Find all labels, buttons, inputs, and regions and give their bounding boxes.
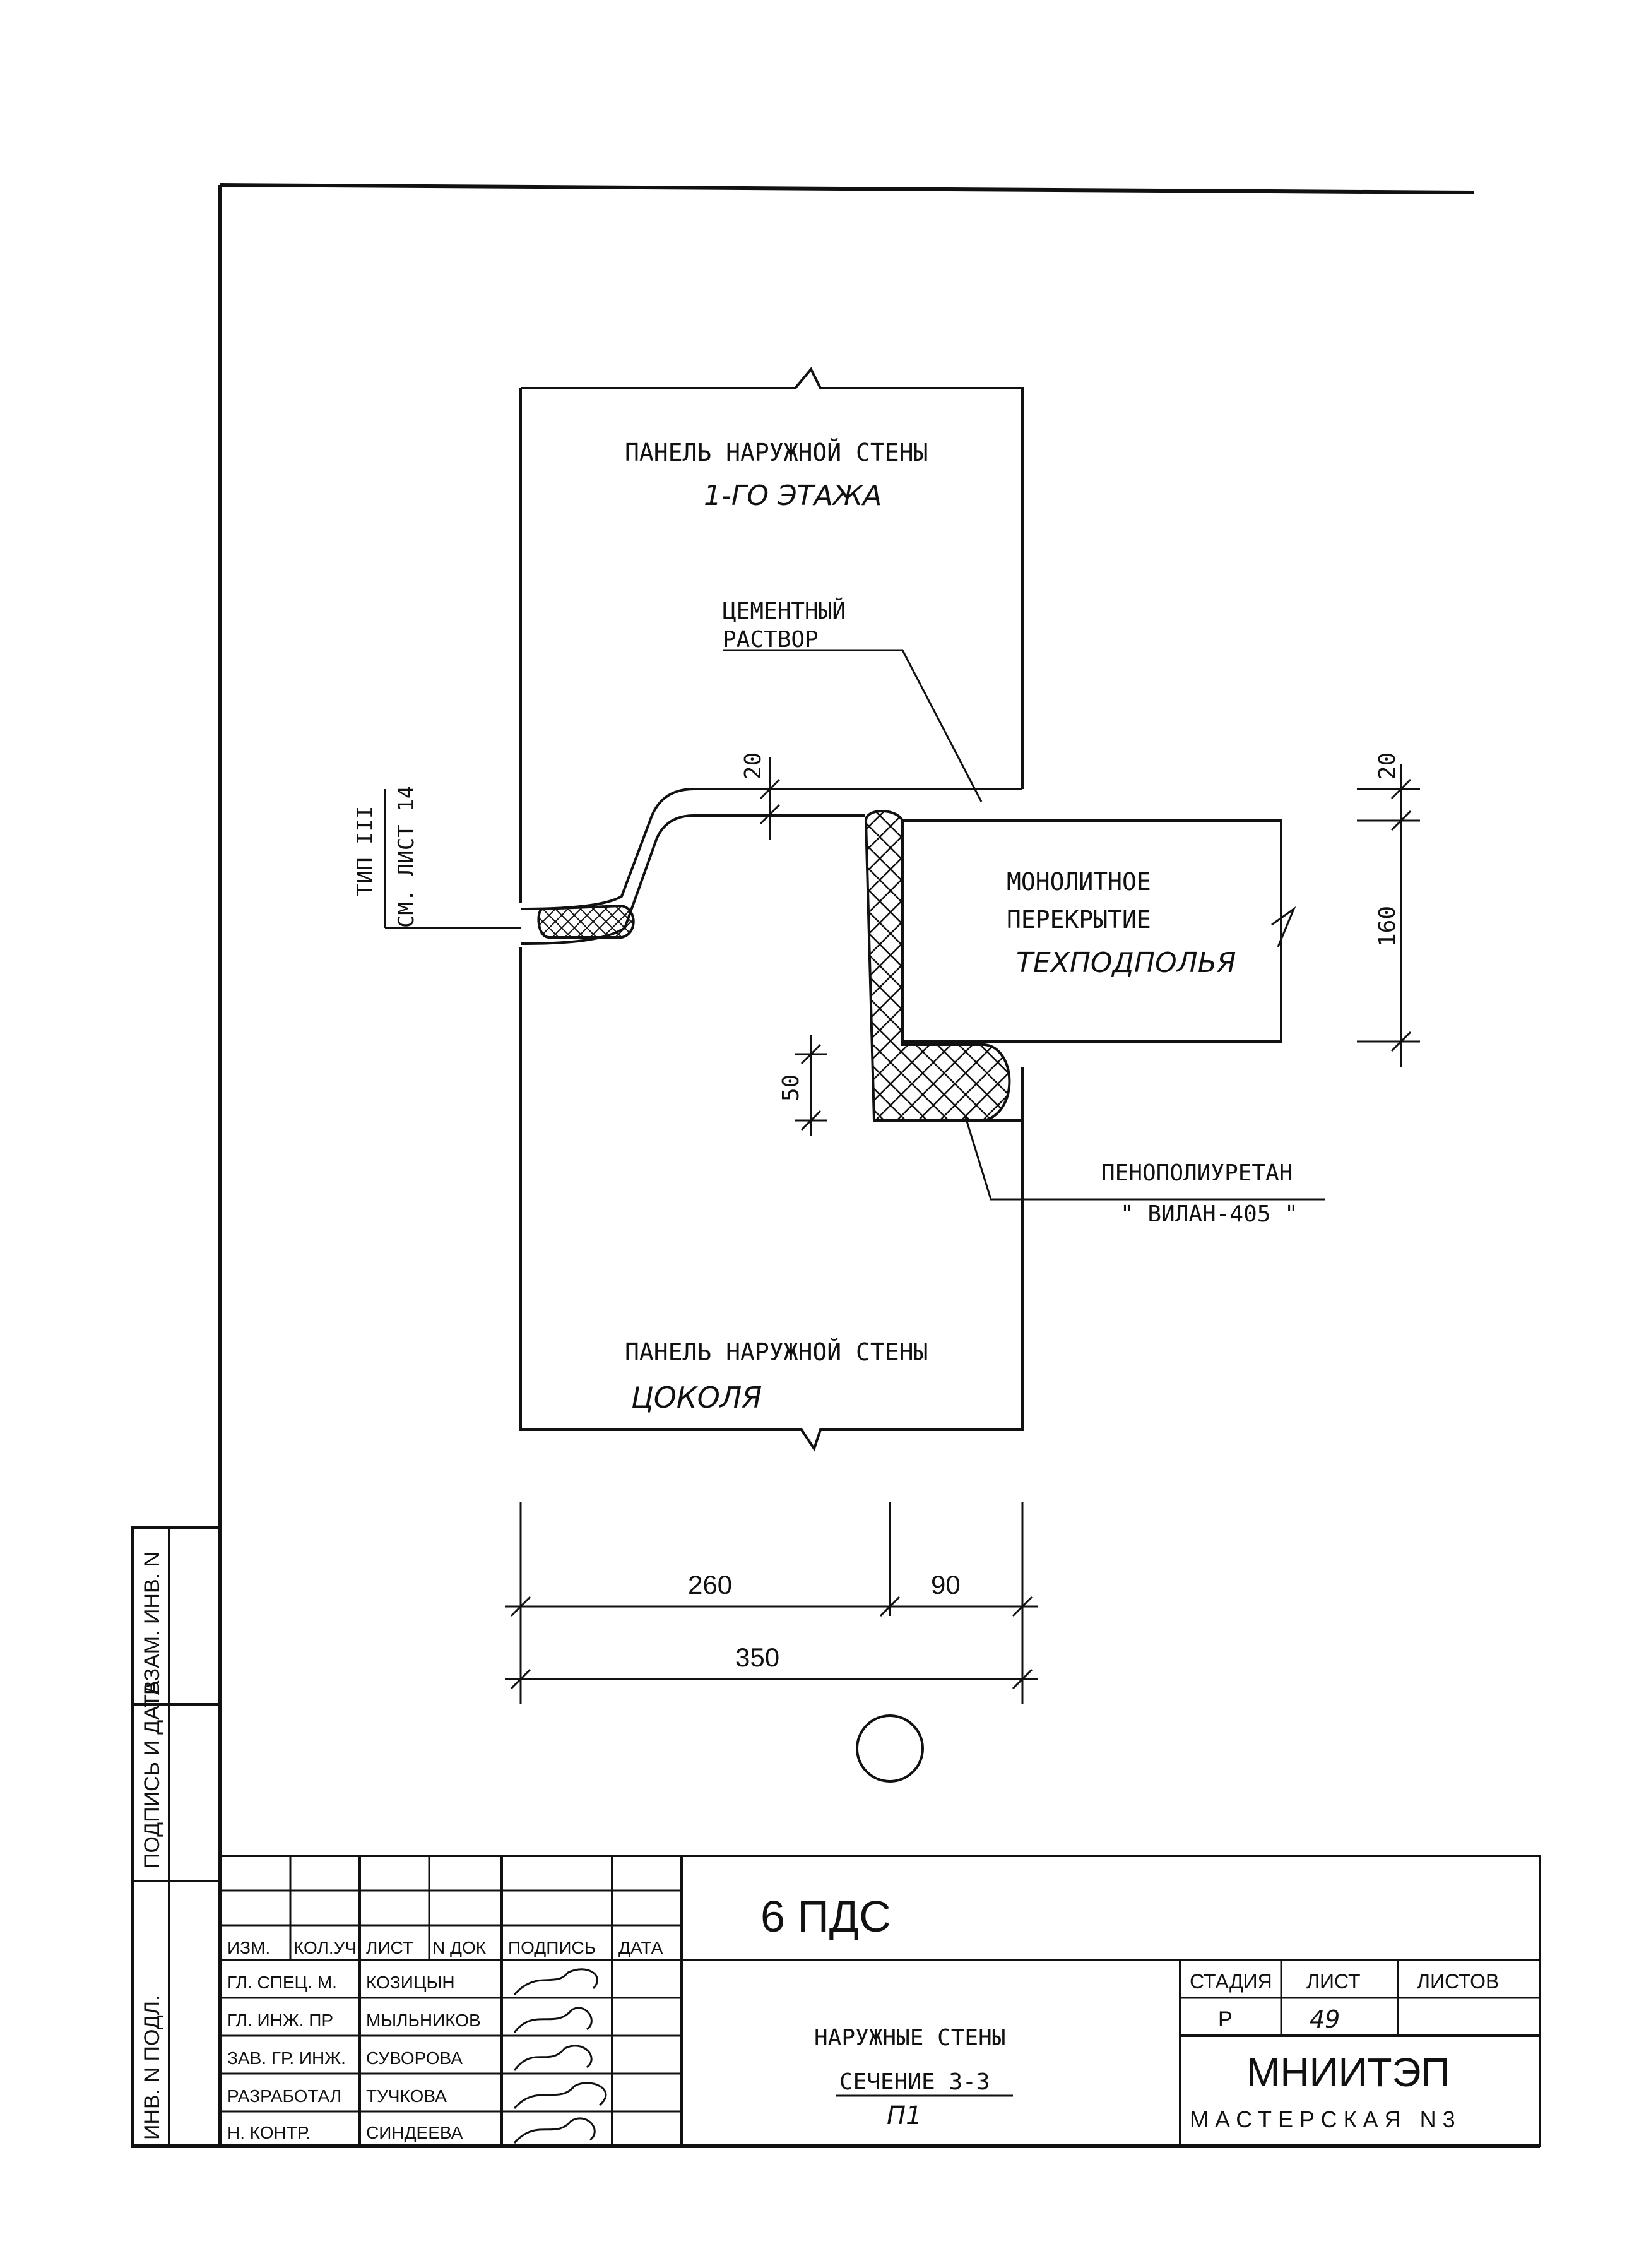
dimension-20-top: 20	[740, 752, 781, 840]
dim-90: 90	[931, 1570, 961, 1600]
slab-label-3: ТЕХПОДПОЛЬЯ	[1016, 947, 1236, 979]
role-3: ЗАВ. ГР. ИНЖ.	[227, 2048, 346, 2068]
signatures	[513, 1968, 607, 2144]
side-stamp: ИНВ. N ПОДЛ. ПОДПИСЬ И ДАТА ВЗАМ. ИНВ. N	[131, 1526, 221, 2147]
stage-value: Р	[1218, 2007, 1233, 2031]
section-marker-circle	[856, 1714, 924, 1783]
role-5: Н. КОНТР.	[227, 2123, 311, 2142]
polyurethane-foam-seal	[864, 810, 1022, 1122]
slab-label-2: ПЕРЕКРЫТИЕ	[1007, 906, 1151, 934]
name-2: МЫЛЬНИКОВ	[366, 2010, 481, 2030]
dim-20-top: 20	[740, 752, 766, 780]
organization: МНИИТЭП	[1246, 2050, 1450, 2095]
workshop: МАСТЕРСКАЯ N3	[1190, 2106, 1462, 2132]
side-stamp-field-1: ИНВ. N ПОДЛ.	[140, 1995, 164, 2140]
drawing-code: 6 ПДС	[760, 1892, 891, 1941]
lower-panel-label: ПАНЕЛЬ НАРУЖНОЙ СТЕНЫ	[625, 1338, 928, 1366]
name-3: СУВОРОВА	[366, 2048, 463, 2068]
header-izm: ИЗМ.	[227, 1938, 270, 1957]
foam-label-1: ПЕНОПОЛИУРЕТАН	[1101, 1160, 1293, 1186]
dimension-50: 50	[778, 1035, 827, 1136]
name-1: КОЗИЦЫН	[366, 1973, 455, 1992]
role-4: РАЗРАБОТАЛ	[227, 2086, 341, 2106]
section-sub: П1	[887, 2101, 922, 2130]
foam-label-2: " ВИЛАН-405 "	[1120, 1201, 1298, 1227]
dimension-right: 20 160	[1357, 752, 1420, 1067]
upper-panel-label: ПАНЕЛЬ НАРУЖНОЙ СТЕНЫ	[625, 439, 928, 466]
sealant-upper-joint	[537, 904, 635, 939]
sheet-label: ЛИСТ	[1306, 1970, 1361, 1993]
role-1: ГЛ. СПЕЦ. М.	[227, 1973, 337, 1992]
header-list: ЛИСТ	[366, 1938, 413, 1957]
side-stamp-field-2: ПОДПИСЬ И ДАТА	[140, 1680, 164, 1868]
role-2: ГЛ. ИНЖ. ПР	[227, 2010, 333, 2030]
stage-label: СТАДИЯ	[1190, 1970, 1272, 1993]
upper-panel-sub: 1-ГО ЭТАЖА	[704, 480, 882, 512]
type-label-2: СМ. ЛИСТ 14	[394, 786, 419, 928]
name-5: СИНДЕЕВА	[366, 2123, 463, 2142]
slab-label-1: МОНОЛИТНОЕ	[1007, 868, 1151, 896]
dim-260: 260	[688, 1570, 732, 1600]
bottom-dimensions: 260 90 350	[505, 1502, 1038, 1783]
monolithic-slab: МОНОЛИТНОЕ ПЕРЕКРЫТИЕ ТЕХПОДПОЛЬЯ	[902, 819, 1296, 1043]
dim-160: 160	[1375, 906, 1400, 947]
lower-wall-panel: ПАНЕЛЬ НАРУЖНОЙ СТЕНЫ ЦОКОЛЯ	[519, 947, 1024, 1452]
cement-label-2: РАСТВОР	[723, 627, 819, 653]
dim-350: 350	[735, 1642, 779, 1672]
header-signature: ПОДПИСЬ	[508, 1938, 596, 1957]
leader-lines	[384, 649, 1325, 1201]
title-block: ИЗМ. КОЛ.УЧ. ЛИСТ N ДОК ПОДПИСЬ ДАТА ГЛ.…	[218, 1855, 1541, 2147]
upper-wall-panel: ПАНЕЛЬ НАРУЖНОЙ СТЕНЫ 1-ГО ЭТАЖА	[519, 367, 1024, 903]
cement-label-1: ЦЕМЕНТНЫЙ	[723, 598, 846, 624]
name-4: ТУЧКОВА	[366, 2086, 447, 2106]
lower-panel-sub: ЦОКОЛЯ	[631, 1380, 762, 1415]
drawing-title: НАРУЖНЫЕ СТЕНЫ	[814, 2025, 1005, 2051]
side-stamp-field-3: ВЗАМ. ИНВ. N	[140, 1552, 164, 1695]
type-label-1: ТИП III	[353, 806, 378, 896]
header-date: ДАТА	[618, 1938, 663, 1957]
header-ndok: N ДОК	[432, 1938, 487, 1957]
sheets-label: ЛИСТОВ	[1417, 1970, 1499, 1993]
dim-50: 50	[778, 1074, 804, 1101]
joint-profile	[520, 788, 1022, 945]
section-title: СЕЧЕНИЕ 3-3	[839, 2069, 990, 2095]
header-kol: КОЛ.УЧ.	[293, 1938, 362, 1957]
dim-20-right: 20	[1375, 752, 1400, 780]
sheet-value: 49	[1310, 2005, 1340, 2033]
